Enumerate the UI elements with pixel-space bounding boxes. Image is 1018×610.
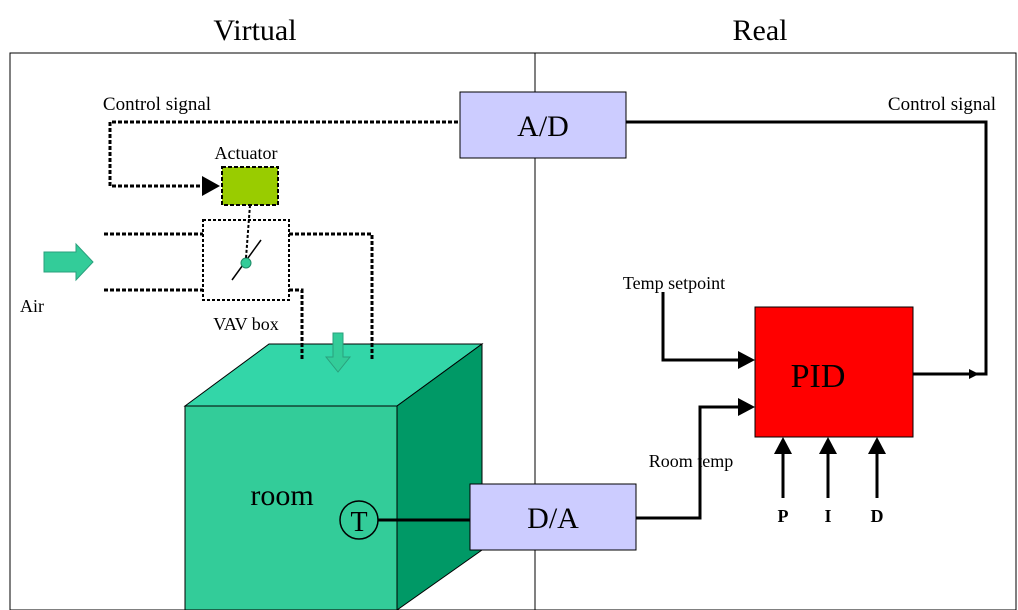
pid-gain-inputs: P I D xyxy=(774,437,886,526)
temp-setpoint-arrowhead xyxy=(738,351,755,369)
room-temp-label: Room temp xyxy=(649,451,734,471)
da-converter xyxy=(469,483,637,551)
actuator-label: Actuator xyxy=(215,143,278,163)
room-label: room xyxy=(250,479,313,512)
p-input-arrowhead xyxy=(774,437,792,454)
vav-damper-pivot xyxy=(240,257,252,269)
temperature-sensor-label: T xyxy=(350,507,367,538)
virtual-header: Virtual xyxy=(213,14,296,47)
i-input-arrowhead xyxy=(819,437,837,454)
actuator xyxy=(221,166,279,206)
vav-box xyxy=(202,219,290,301)
ad-converter-label: A/D xyxy=(517,110,569,143)
p-input-label: P xyxy=(778,506,789,526)
actuator-linkage xyxy=(245,204,251,259)
da-converter-label: D/A xyxy=(527,502,579,535)
real-header: Real xyxy=(733,14,788,47)
vav-box-label: VAV box xyxy=(213,314,279,334)
virtual-control-signal-arrowhead xyxy=(202,176,220,196)
room-cube: room xyxy=(183,343,484,610)
room-front-face xyxy=(184,405,398,610)
i-input-label: I xyxy=(824,506,831,526)
d-input-arrowhead xyxy=(868,437,886,454)
temp-setpoint-line xyxy=(661,292,744,362)
d-input-label: D xyxy=(871,506,884,526)
vav-duct xyxy=(104,232,374,360)
temp-setpoint-label: Temp setpoint xyxy=(623,273,725,293)
pid-controller xyxy=(754,306,914,438)
supply-air-arrow xyxy=(324,332,352,373)
air-label: Air xyxy=(20,296,44,316)
control-signal-label-right: Control signal xyxy=(888,94,996,115)
diagram-frame xyxy=(9,52,1017,610)
virtual-control-signal-line xyxy=(108,120,458,188)
pid-controller-label: PID xyxy=(791,358,846,395)
control-signal-label-left: Control signal xyxy=(103,94,211,115)
ad-converter xyxy=(459,91,627,159)
air-inlet-arrow xyxy=(43,242,94,282)
room-temp-line xyxy=(636,405,744,520)
room-temp-arrowhead xyxy=(738,398,755,416)
